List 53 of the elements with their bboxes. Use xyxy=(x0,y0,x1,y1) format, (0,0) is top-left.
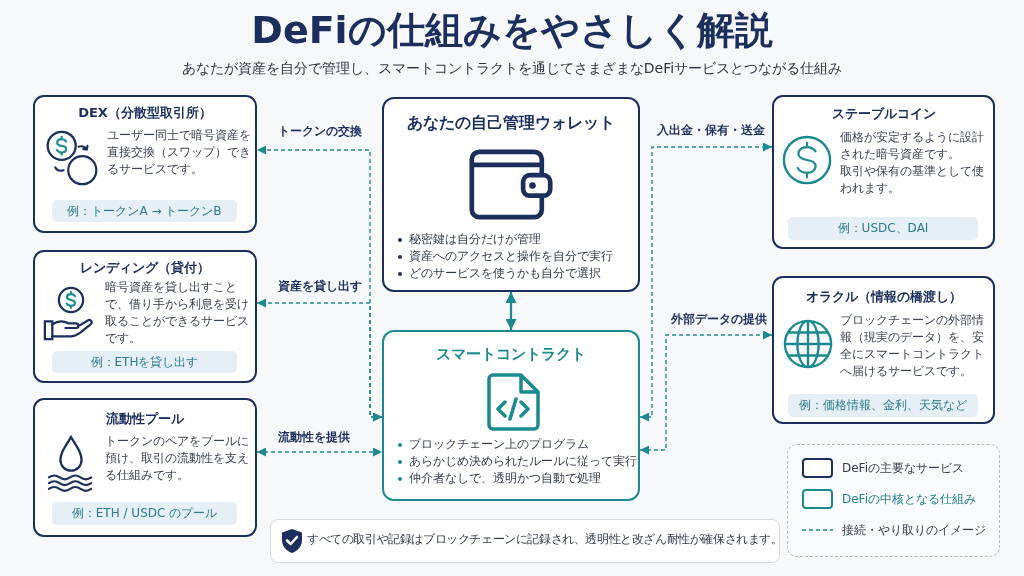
page-title: DeFiの仕組みをやさしく解説 xyxy=(251,8,773,52)
example-box xyxy=(788,217,978,240)
panel-title: あなたの自己管理ウォレット xyxy=(407,113,615,133)
legend-text: 接続・やり取りのイメージ xyxy=(842,522,986,539)
contract-panel xyxy=(382,330,640,501)
bullet-text: 秘密鍵は自分だけが管理 xyxy=(409,231,541,248)
dashed-arrow xyxy=(639,330,773,455)
panel-title: スマートコントラクト xyxy=(436,344,586,364)
note-text: すべての取引や記録はブロックチェーンに記録され、透明性と改ざん耐性が確保されます。 xyxy=(307,531,783,548)
example-text: 例：トークンA → トークンB xyxy=(67,202,222,220)
card-title: DEX（分散型取引所） xyxy=(78,105,212,121)
bullet-text: 仲介者なしで、透明かつ自動で処理 xyxy=(409,470,601,487)
bullet-text: 資産へのアクセスと操作を自分で実行 xyxy=(409,248,613,265)
example-text: 例：ETH / USDC のプール xyxy=(71,505,218,522)
subtitle: あなたが資産を自分で管理し、スマートコントラクトを通じてさまざまなDeFiサービスとつながる仕組み xyxy=(181,59,843,78)
card-description: ブロックチェーンの外部情報（現実のデータ）を、安全にスマートコントラクトへ届けるサービスです。 xyxy=(840,312,985,380)
bullet-text: あらかじめ決められたルールに従って実行 xyxy=(409,453,637,470)
service-card xyxy=(772,276,995,424)
legend-text: DeFiの中核となる仕組み xyxy=(842,491,976,508)
example-box xyxy=(52,502,237,525)
example-box xyxy=(52,351,237,373)
edge-label: トークンの交換 xyxy=(278,124,362,139)
edge-label: 流動性を提供 xyxy=(278,430,350,445)
dashed-arrow xyxy=(256,447,383,457)
edge-label: 外部データの提供 xyxy=(671,312,767,327)
card-title: オラクル（情報の橋渡し） xyxy=(805,289,962,305)
card-description: トークンのペアをプールに預け、取引の流動性を支える仕組みです。 xyxy=(105,433,250,484)
example-text: 例：価格情報、金利、天気など xyxy=(799,397,967,414)
dashed-arrow xyxy=(256,298,383,422)
edge-label: 入出金・保有・送金 xyxy=(657,123,765,138)
legend-text: DeFiの主要なサービス xyxy=(842,460,964,477)
example-box xyxy=(52,200,237,222)
service-card xyxy=(33,398,257,537)
service-card xyxy=(33,250,257,383)
card-description: ユーザー同士で暗号資産を直接交換（スワップ）できるサービスです。 xyxy=(107,127,251,178)
note-box xyxy=(270,519,780,563)
card-title: レンディング（貸付） xyxy=(80,260,210,276)
bullet-text: どのサービスを使うかも自分で選択 xyxy=(409,265,601,282)
example-box xyxy=(788,394,978,417)
card-title: ステーブルコイン xyxy=(831,106,936,122)
bullet-text: ブロックチェーン上のプログラム xyxy=(409,436,589,453)
edge-label: 資産を貸し出す xyxy=(278,279,362,294)
card-title: 流動性プール xyxy=(106,411,184,427)
example-text: 例：ETHを貸し出す xyxy=(90,353,199,371)
wallet-panel xyxy=(382,97,640,292)
arrow xyxy=(505,292,517,330)
card-description: 取引や保有の基準として使われます。 xyxy=(840,163,985,197)
card-description: 暗号資産を貸し出すことで、借り手から利息を受け取ることができるサービスです。 xyxy=(105,279,250,347)
example-text: 例：USDC、DAI xyxy=(837,220,929,237)
service-card xyxy=(33,95,257,233)
dashed-arrow xyxy=(639,142,773,422)
card-description: 価格が安定するように設計された暗号資産です。 xyxy=(840,129,985,163)
service-card xyxy=(772,95,995,249)
